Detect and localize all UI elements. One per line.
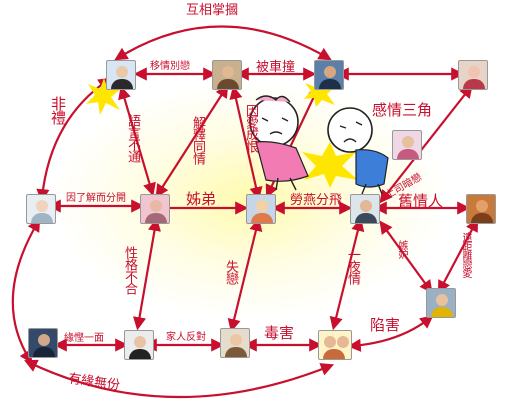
impact-burst-left xyxy=(86,78,122,115)
arrow-triangle-diag xyxy=(379,84,473,204)
photo-node-group xyxy=(318,330,352,360)
label-poison: 毒害 xyxy=(264,324,295,342)
arrow-explain xyxy=(155,84,229,198)
label-harm: 陷害 xyxy=(370,316,401,334)
photo-node-bottom-2 xyxy=(124,330,154,360)
label-long-distance: 遠距離戀愛 xyxy=(460,232,471,277)
label-one-meeting: 緣慳一面 xyxy=(64,333,104,344)
arrow-incompatible xyxy=(132,217,162,331)
photo-node-mid-center xyxy=(246,194,276,224)
arrow-tragic xyxy=(229,85,263,201)
arrow-left-loop xyxy=(11,218,41,364)
label-old-flame: 舊情人 xyxy=(398,192,444,210)
arrow-fated xyxy=(24,359,335,399)
arrow-unrequited xyxy=(227,217,263,333)
arrow-long-distance xyxy=(437,218,479,294)
label-separated: 因了解而分開 xyxy=(66,193,126,204)
photo-node-top-car xyxy=(314,60,344,90)
label-unrequited: 失戀 xyxy=(223,260,238,284)
impact-burst-right xyxy=(304,79,336,107)
photo-node-mid-left xyxy=(26,194,56,224)
label-jealous: 嫉妒 xyxy=(396,240,407,258)
photo-node-bottom-3 xyxy=(220,328,250,358)
label-explain: 解釋同情 xyxy=(190,116,205,164)
label-split: 勞燕分飛 xyxy=(290,193,343,208)
cartoon-blue-figure xyxy=(327,107,389,194)
label-siblings: 姊弟 xyxy=(186,190,217,208)
photo-node-mid-right xyxy=(350,194,380,224)
photo-node-mid-pink xyxy=(140,194,170,224)
photo-node-triangle xyxy=(392,130,422,160)
photo-node-top-left xyxy=(106,60,136,90)
arrow-harm xyxy=(347,315,434,352)
arrow-one-night xyxy=(329,217,365,331)
label-language: 語言不通 xyxy=(125,114,140,162)
arrow-mutual-slap xyxy=(114,25,332,61)
label-changed-heart: 移情別戀 xyxy=(150,61,190,72)
label-love-triangle: 感情三角 xyxy=(372,101,433,119)
label-incompatible: 性格不合 xyxy=(122,246,137,294)
photo-node-right-lower xyxy=(426,288,456,318)
arrow-language xyxy=(118,85,156,197)
cartoon-pink-figure xyxy=(249,95,309,191)
label-one-night: 一夜情 xyxy=(345,248,360,284)
label-family: 家人反對 xyxy=(166,332,206,343)
photo-node-top-center xyxy=(212,60,242,90)
arrow-jealous xyxy=(379,220,433,294)
impact-burst-center xyxy=(302,142,358,188)
photo-node-bottom-left xyxy=(28,328,58,358)
label-rumor: 非禮 xyxy=(49,96,67,124)
label-tragic: 因愛成恨 xyxy=(243,104,258,152)
label-hit-by-car: 被車撞 xyxy=(256,60,296,75)
photo-node-far-right xyxy=(466,194,496,224)
photo-node-top-right xyxy=(458,60,488,90)
label-mutual-slap: 互相掌摑 xyxy=(186,3,239,18)
